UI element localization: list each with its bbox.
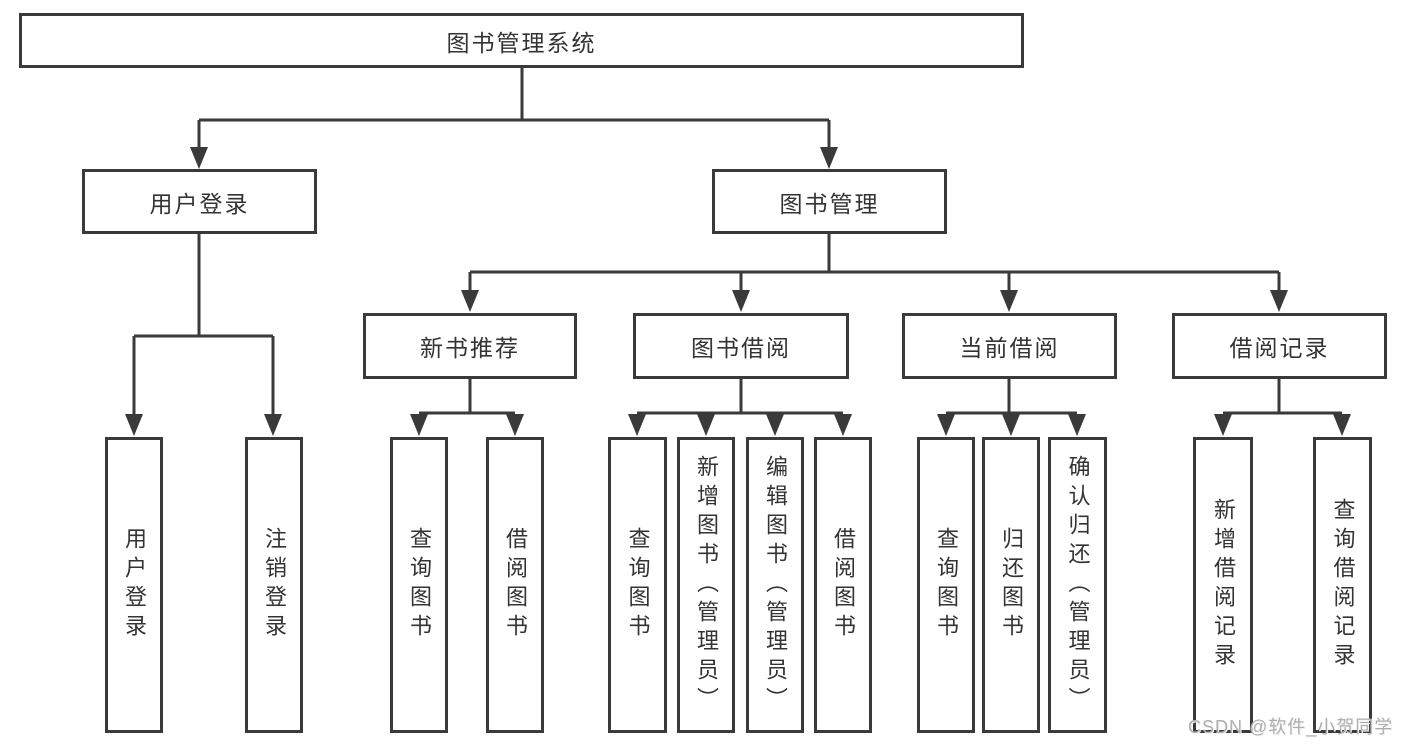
leaf-borrow-books-borrowing-label: 借阅图书: [831, 527, 856, 643]
leaf-query-books-recommend-label: 查询图书: [407, 527, 432, 643]
leaf-user-login: 用户登录: [105, 437, 163, 733]
node-borrowing-records-label: 借阅记录: [1229, 335, 1330, 361]
leaf-add-book-admin-label: 新增图书（管理员）: [694, 454, 719, 716]
node-new-book-recommendation: 新书推荐: [363, 313, 577, 379]
leaf-return-books-label: 归还图书: [999, 527, 1024, 643]
node-user-login: 用户登录: [82, 169, 317, 234]
leaf-query-borrow-record-label: 查询借阅记录: [1330, 498, 1356, 672]
leaf-user-login-label: 用户登录: [122, 527, 147, 643]
leaf-logout-label: 注销登录: [262, 527, 287, 643]
leaf-query-books-current: 查询图书: [917, 437, 975, 733]
node-book-management: 图书管理: [712, 169, 947, 234]
node-root-label: 图书管理系统: [446, 29, 597, 56]
leaf-query-books-current-label: 查询图书: [934, 527, 959, 643]
leaf-edit-book-admin: 编辑图书（管理员）: [746, 437, 804, 733]
node-borrowing-records: 借阅记录: [1172, 313, 1387, 379]
leaf-query-books-borrowing: 查询图书: [608, 437, 667, 733]
watermark: CSDN @软件_小贺同学: [1188, 717, 1394, 737]
node-new-book-recommendation-label: 新书推荐: [420, 335, 520, 361]
leaf-query-borrow-record: 查询借阅记录: [1313, 437, 1372, 733]
node-book-borrowing-label: 图书借阅: [691, 335, 791, 361]
leaf-borrow-books-borrowing: 借阅图书: [814, 437, 872, 733]
node-current-borrowing-label: 当前借阅: [959, 335, 1060, 361]
leaf-confirm-return-admin: 确认归还（管理员）: [1048, 437, 1107, 733]
node-root-system: 图书管理系统: [19, 13, 1024, 68]
leaf-confirm-return-admin-label: 确认归还（管理员）: [1065, 454, 1091, 716]
node-book-management-label: 图书管理: [779, 190, 880, 217]
leaf-logout: 注销登录: [245, 437, 303, 733]
leaf-query-books-borrowing-label: 查询图书: [625, 527, 651, 643]
node-book-borrowing: 图书借阅: [633, 313, 849, 379]
leaf-add-book-admin: 新增图书（管理员）: [677, 437, 735, 733]
connector-paths: [132, 68, 1342, 416]
leaf-add-borrow-record-label: 新增借阅记录: [1211, 498, 1236, 672]
leaf-borrow-books-recommend-label: 借阅图书: [503, 527, 528, 643]
leaf-edit-book-admin-label: 编辑图书（管理员）: [763, 454, 788, 716]
leaf-query-books-recommend: 查询图书: [390, 437, 448, 733]
node-user-login-label: 用户登录: [149, 190, 250, 217]
leaf-add-borrow-record: 新增借阅记录: [1193, 437, 1253, 733]
arrowheads: [125, 147, 1351, 436]
leaf-return-books: 归还图书: [982, 437, 1040, 733]
node-current-borrowing: 当前借阅: [902, 313, 1117, 379]
leaf-borrow-books-recommend: 借阅图书: [486, 437, 544, 733]
